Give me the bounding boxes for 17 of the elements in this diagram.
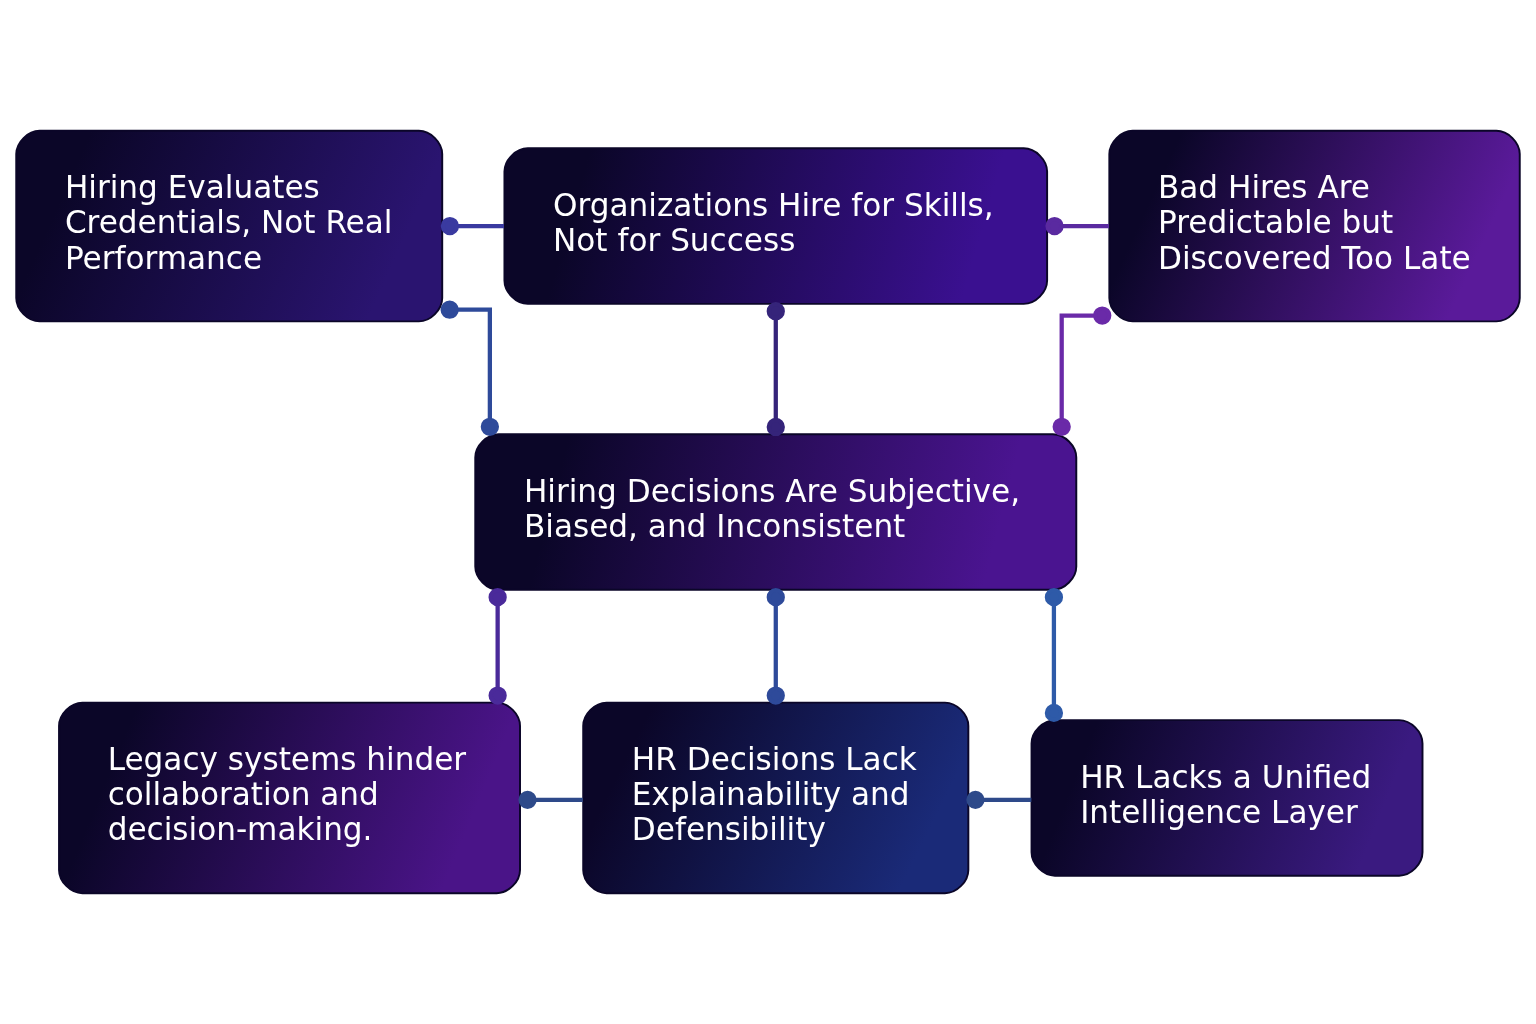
- connector: [518, 790, 583, 809]
- node-box: Hiring Evaluates Credentials, Not Real Performance: [15, 129, 444, 323]
- connector: [766, 588, 785, 705]
- connector: [440, 300, 499, 436]
- node-box: HR Lacks a Unified Intelligence Layer: [1030, 719, 1424, 877]
- connector: [766, 302, 785, 437]
- node-box: Legacy systems hinder collaboration and decision-making.: [58, 701, 521, 895]
- connector: [488, 588, 507, 705]
- connector: [1044, 588, 1064, 722]
- connector: [1052, 306, 1112, 436]
- node-box: Hiring Decisions Are Subjective, Biased, and Inconsistent: [474, 433, 1078, 591]
- node-box: HR Decisions Lack Explainability and Defensibility: [582, 701, 970, 895]
- connector: [966, 790, 1032, 809]
- node-box: Organizations Hire for Skills, Not for Success: [503, 147, 1049, 305]
- node-box: Bad Hires Are Predictable but Discovered Too Late: [1108, 129, 1521, 323]
- connector: [440, 216, 504, 236]
- connector: [1045, 216, 1109, 236]
